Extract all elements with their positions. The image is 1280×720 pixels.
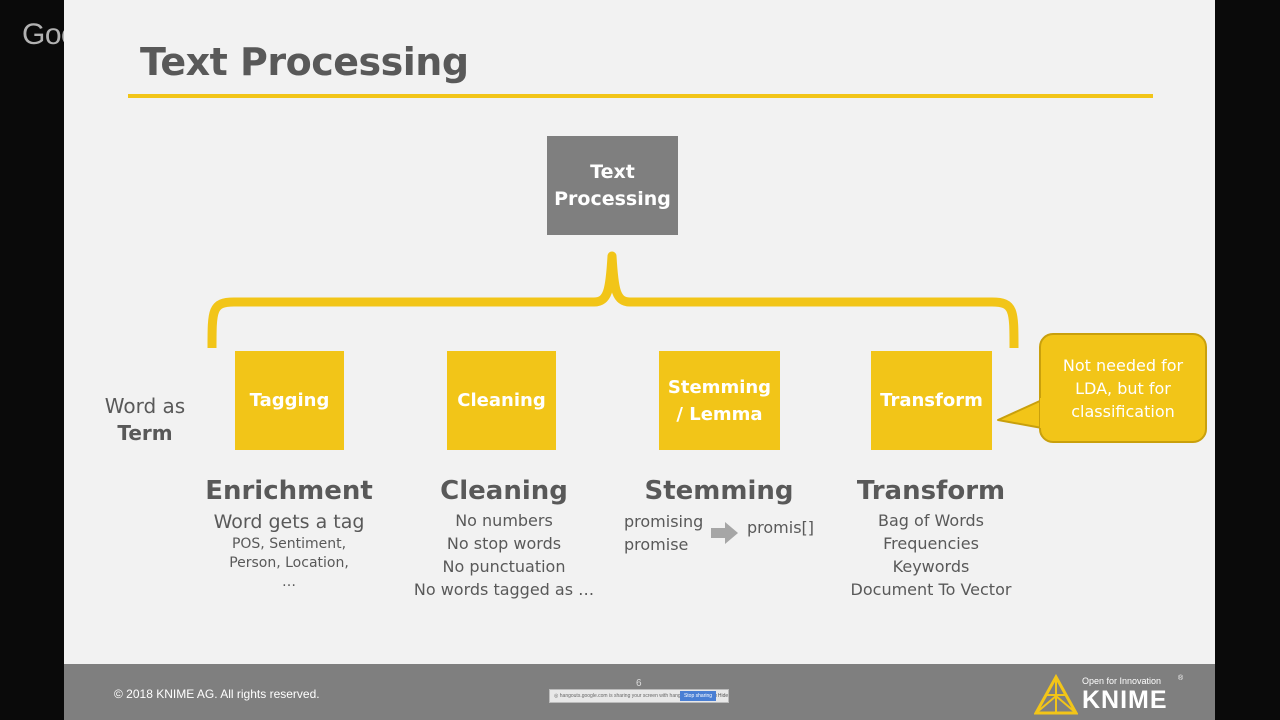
- left-black-bar: [0, 0, 64, 720]
- transform-heading: Transform: [856, 476, 1006, 506]
- slide-footer: © 2018 KNIME AG. All rights reserved. 6 …: [64, 664, 1215, 720]
- callout-tail: [997, 399, 1043, 429]
- cleaning-item: No words tagged as …: [413, 580, 595, 599]
- enrichment-item: Person, Location,: [229, 555, 349, 571]
- cleaning-item: No numbers: [455, 511, 553, 530]
- word-as-term-label: Word as Term: [84, 393, 206, 447]
- right-black-bar: [1215, 0, 1280, 720]
- node-transform-label: Transform: [880, 390, 983, 411]
- callout-joint: [1040, 398, 1044, 428]
- root-node: Text Processing: [547, 136, 678, 235]
- column-stemming: Stemming: [629, 476, 809, 506]
- brace-connector: [207, 251, 1019, 349]
- column-cleaning: Cleaning No numbers No stop words No pun…: [404, 476, 604, 601]
- cleaning-item: No punctuation: [442, 557, 566, 576]
- enrichment-item: POS, Sentiment,: [231, 536, 347, 552]
- arrow-right-icon: [711, 522, 738, 544]
- stemming-example: promise: [624, 535, 689, 554]
- enrichment-subheading: Word gets a tag: [213, 511, 365, 533]
- callout-note: Not needed for LDA, but for classificati…: [1039, 333, 1207, 443]
- stemming-example: promising: [624, 512, 704, 531]
- root-node-label: Text Processing: [554, 160, 671, 210]
- hide-button[interactable]: Hide: [717, 693, 729, 699]
- node-tagging-label: Tagging: [249, 390, 330, 411]
- node-stemming-label: Stemming / Lemma: [667, 376, 772, 425]
- knime-tagline: Open for Innovation: [1082, 676, 1162, 686]
- column-transform: Transform Bag of Words Frequencies Keywo…: [836, 476, 1026, 601]
- word-as-text: Word as: [104, 394, 186, 418]
- node-cleaning-label: Cleaning: [457, 390, 546, 411]
- transform-item: Bag of Words: [878, 511, 984, 530]
- stemming-heading: Stemming: [644, 476, 794, 506]
- stop-sharing-button[interactable]: Stop sharing: [680, 691, 716, 701]
- stemming-examples: promising promise: [624, 510, 703, 556]
- knime-wordmark: KNIME: [1082, 686, 1168, 714]
- stemming-result: promis[]: [747, 518, 815, 537]
- cleaning-heading: Cleaning: [440, 476, 568, 506]
- node-stemming: Stemming / Lemma: [659, 351, 780, 450]
- enrichment-item: …: [282, 574, 296, 590]
- page-number: 6: [636, 678, 642, 689]
- copyright-text: © 2018 KNIME AG. All rights reserved.: [114, 687, 320, 701]
- callout-text: Not needed for LDA, but for classificati…: [1062, 355, 1184, 421]
- cleaning-item: No stop words: [446, 534, 562, 553]
- transform-item: Frequencies: [883, 534, 979, 553]
- share-bar-text: ◎ hangouts.google.com is sharing your sc…: [554, 693, 718, 699]
- node-tagging: Tagging: [235, 351, 344, 450]
- registered-mark: ®: [1178, 675, 1184, 682]
- slide: Text Processing Text Processing Word as …: [64, 0, 1215, 664]
- transform-item: Document To Vector: [850, 580, 1012, 599]
- node-cleaning: Cleaning: [447, 351, 556, 450]
- title-underline: [128, 94, 1153, 98]
- term-text: Term: [117, 421, 173, 445]
- transform-item: Keywords: [892, 557, 970, 576]
- enrichment-heading: Enrichment: [205, 476, 373, 506]
- node-transform: Transform: [871, 351, 992, 450]
- page-title: Text Processing: [140, 40, 469, 84]
- column-enrichment: Enrichment Word gets a tag POS, Sentimen…: [204, 476, 374, 592]
- knime-logo-icon: [1034, 674, 1078, 715]
